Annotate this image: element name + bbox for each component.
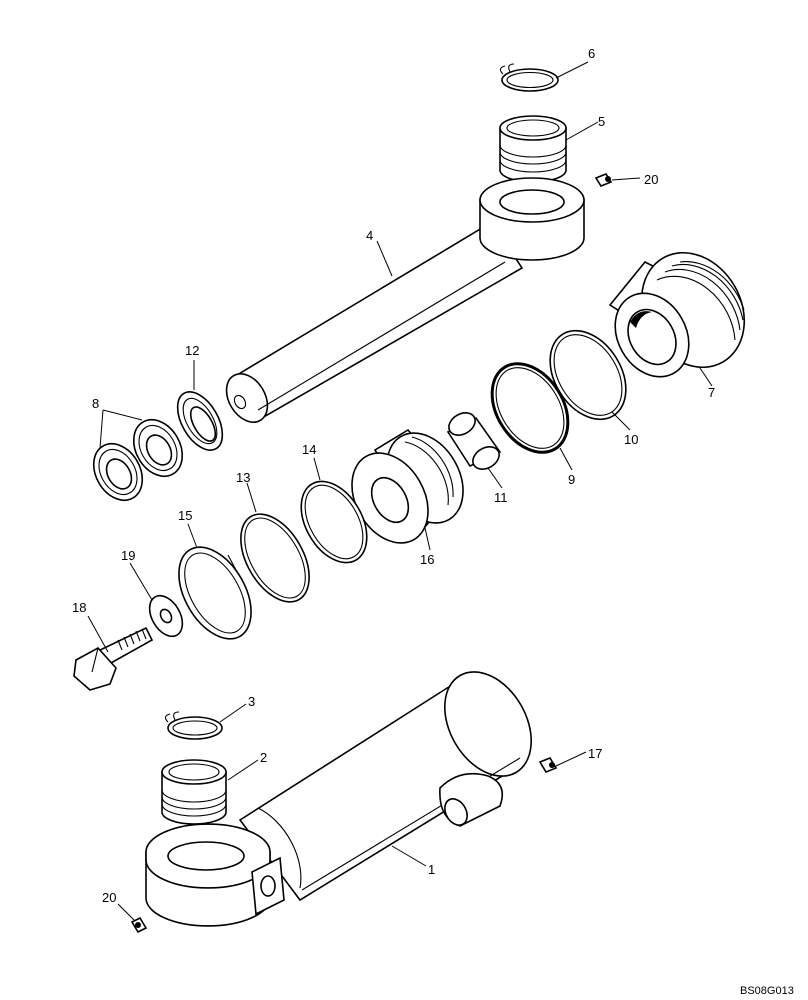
callout-18: 18 [72, 600, 86, 615]
part-9-o-ring [490, 362, 570, 454]
callout-7: 7 [708, 385, 715, 400]
part-20-grease-fitting-lower [130, 916, 148, 934]
part-13-ring [240, 513, 310, 603]
callout-19: 19 [121, 548, 135, 563]
callout-9: 9 [568, 472, 575, 487]
callout-3: 3 [248, 694, 255, 709]
callout-13: 13 [236, 470, 250, 485]
part-6-snap-ring [499, 63, 559, 92]
part-2-bushing [161, 759, 227, 825]
part-3-snap-ring [164, 711, 223, 740]
callout-20-upper: 20 [644, 172, 658, 187]
callout-1: 1 [428, 862, 435, 877]
callout-20-lower: 20 [102, 890, 116, 905]
callout-6: 6 [588, 46, 595, 61]
drawing-code: BS08G013 [740, 985, 794, 997]
part-19-washer [148, 594, 184, 638]
callout-15: 15 [178, 508, 192, 523]
part-12-seal [176, 391, 224, 451]
part-7-gland [608, 251, 746, 378]
callout-4: 4 [366, 228, 373, 243]
callout-10: 10 [624, 432, 638, 447]
callout-17: 17 [588, 746, 602, 761]
part-4-piston-rod [225, 177, 585, 423]
callout-16: 16 [420, 552, 434, 567]
callout-11: 11 [494, 490, 508, 505]
part-16-piston [351, 428, 464, 544]
callout-12: 12 [185, 343, 199, 358]
callout-8: 8 [92, 396, 99, 411]
part-20-grease-fitting-upper [594, 173, 613, 187]
part-11-spacer [446, 412, 502, 470]
part-5-bushing [499, 115, 567, 183]
callout-2: 2 [260, 750, 267, 765]
part-17-grease-fitting [538, 757, 558, 773]
part-18-bolt [73, 626, 154, 691]
part-10-backup-ring [549, 329, 627, 421]
leader-lines [87, 61, 713, 921]
callout-5: 5 [598, 114, 605, 129]
callout-labels: 6 5 20 4 12 8 7 10 9 11 14 13 15 19 18 1… [72, 46, 715, 905]
part-15-wear-ring [178, 546, 252, 640]
part-1-cylinder-barrel [145, 671, 533, 927]
part-14-seal-ring [300, 480, 368, 564]
part-8-wiper-seals [92, 418, 184, 502]
callout-14: 14 [302, 442, 316, 457]
